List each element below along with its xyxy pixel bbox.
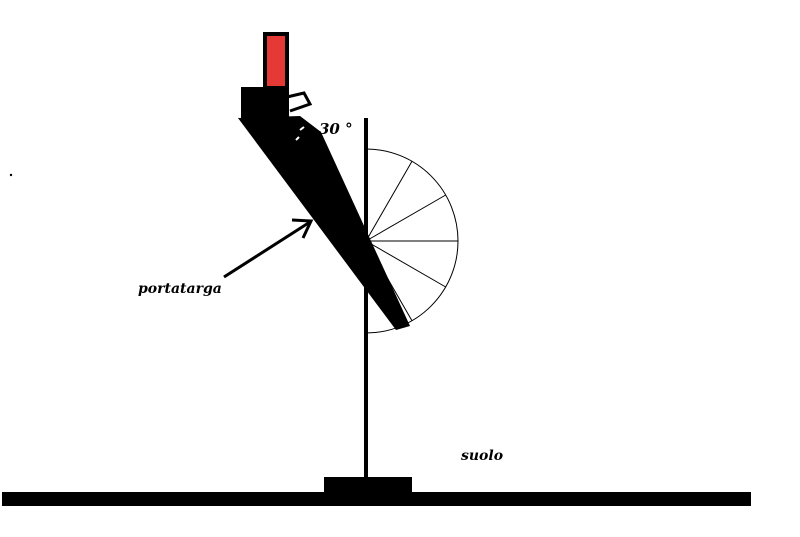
- pole-base: [324, 477, 412, 494]
- arm-body: [238, 116, 410, 330]
- angle-label: 30 °: [319, 120, 353, 138]
- ground-line: [2, 492, 751, 506]
- protractor-ray: [365, 240, 446, 288]
- pointer-arrow: [223, 218, 314, 279]
- arm-bolts: [295, 126, 305, 141]
- arrow-head: [291, 218, 314, 239]
- arm-handle: [286, 91, 313, 113]
- protractor-ray: [365, 161, 413, 242]
- part-label: portatarga: [138, 281, 222, 297]
- plate-holder-arm: [238, 87, 410, 330]
- red-light: [263, 32, 289, 90]
- stray-dot: [9, 173, 13, 177]
- arrow-shaft: [223, 220, 311, 279]
- protractor-ray: [365, 194, 446, 242]
- vertical-pole: [364, 118, 368, 480]
- ground-label: suolo: [461, 448, 503, 464]
- arm-top-block: [241, 87, 289, 120]
